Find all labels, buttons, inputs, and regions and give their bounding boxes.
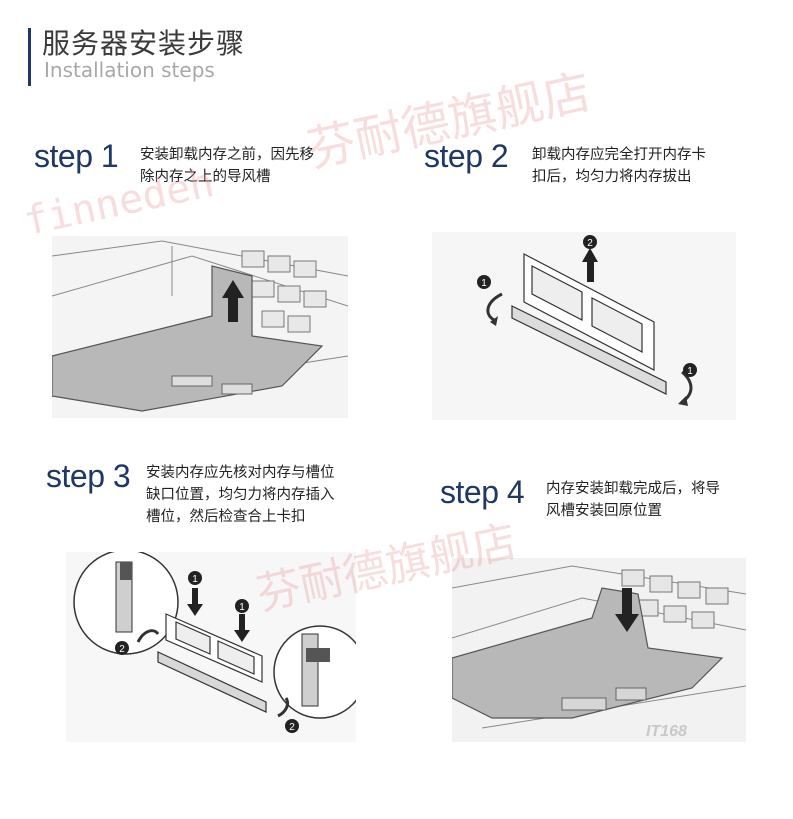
step-4-description: 内存安装卸载完成后，将导 风槽安装回原位置 [546,478,776,522]
step-3-description: 安装内存应先核对内存与槽位 缺口位置，均匀力将内存插入 槽位，然后检查合上卡扣 [146,462,396,528]
step-4-desc-line: 内存安装卸载完成后，将导 [546,481,720,497]
step-4-illustration: IT168 [452,558,746,742]
svg-text:1: 1 [481,278,487,289]
step-1-description: 安装卸载内存之前，因先移 除内存之上的导风槽 [140,144,370,188]
svg-text:2: 2 [119,644,125,655]
svg-text:1: 1 [687,366,693,377]
step-1-illustration [52,236,348,418]
insert-down-arrow-icon [187,588,203,616]
header-accent-bar [28,28,31,86]
step-2-title: step 2 [424,138,509,174]
step-2-desc-line: 卸载内存应完全打开内存卡 [532,147,706,163]
callout-2-icon: 2 [115,641,129,655]
step-2-illustration: 2 1 1 [432,232,736,420]
step-3-desc-line: 槽位，然后检查合上卡扣 [146,509,306,525]
step-2-description: 卸载内存应完全打开内存卡 扣后，均匀力将内存拔出 [532,144,772,188]
svg-text:2: 2 [587,238,593,249]
server-chassis-airduct-install: IT168 [452,558,746,742]
pull-up-arrow-icon [582,248,598,282]
memory-module-removal: 2 1 1 [432,232,736,420]
step-2-desc-line: 扣后，均匀力将内存拔出 [532,169,692,185]
step-3-title: step 3 [46,458,131,494]
step-1-desc-line: 除内存之上的导风槽 [140,169,271,185]
server-chassis-airduct-removal [52,236,348,418]
step-3-illustration: 1 1 2 2 [66,552,356,742]
svg-text:2: 2 [289,722,295,733]
lift-arrow-icon [222,280,244,322]
insert-down-arrow-icon [234,614,250,642]
svg-text:1: 1 [239,602,245,613]
callout-2-icon: 2 [285,719,299,733]
it168-image-mark: IT168 [646,723,687,740]
lower-down-arrow-icon [615,588,639,632]
page-title: 服务器安装步骤 [42,27,246,60]
step-1-title: step 1 [34,138,119,174]
svg-text:1: 1 [192,574,198,585]
callout-2-icon: 2 [583,235,597,249]
callout-1-icon: 1 [477,275,491,289]
callout-1-icon: 1 [683,363,697,377]
step-3-desc-line: 安装内存应先核对内存与槽位 [146,465,335,481]
page-subtitle: Installation steps [44,58,215,82]
callout-1-icon: 1 [235,599,249,613]
step-4-title: step 4 [440,474,525,510]
step-3-desc-line: 缺口位置，均匀力将内存插入 [146,487,335,503]
memory-module-insertion: 1 1 2 2 [66,552,356,742]
step-1-desc-line: 安装卸载内存之前，因先移 [140,147,314,163]
callout-1-icon: 1 [188,571,202,585]
step-4-desc-line: 风槽安装回原位置 [546,503,662,519]
